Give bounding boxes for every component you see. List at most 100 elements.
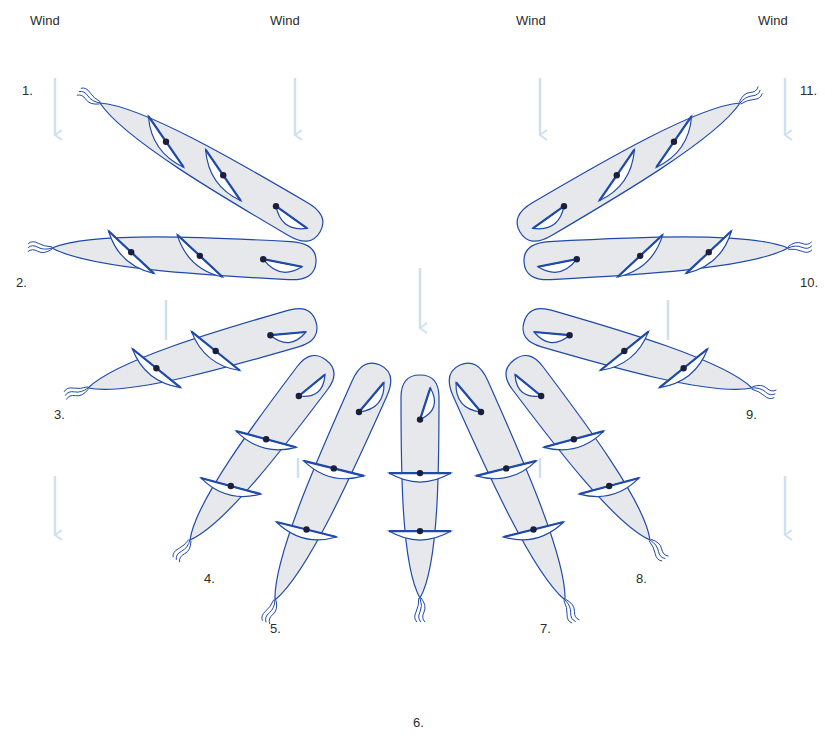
wind-arrow	[539, 78, 542, 135]
mast	[228, 483, 234, 489]
mast	[503, 465, 509, 471]
boats	[28, 87, 812, 625]
wind-arrow	[667, 300, 670, 340]
sail	[359, 383, 384, 413]
sail	[600, 332, 648, 371]
pennant	[649, 539, 669, 561]
boom	[276, 206, 307, 228]
sail	[148, 116, 183, 167]
position-number: 4.	[204, 572, 215, 585]
mast	[153, 365, 159, 371]
sailboat	[517, 87, 762, 242]
sail	[276, 206, 307, 229]
position-number: 11.	[800, 84, 817, 97]
pennant	[173, 539, 191, 562]
mast	[417, 470, 423, 476]
wind-arrow	[784, 476, 787, 535]
mast	[197, 253, 203, 259]
boom	[538, 259, 577, 267]
sail	[270, 332, 306, 343]
wind-arrow	[54, 476, 57, 535]
sail	[201, 478, 261, 497]
wind-arrow	[165, 300, 168, 340]
boom	[263, 259, 302, 267]
wind-arrow	[294, 78, 297, 135]
boom	[270, 332, 305, 335]
sailboat	[77, 88, 323, 241]
position-number: 10.	[800, 276, 818, 289]
sail	[177, 235, 222, 277]
mast	[571, 436, 577, 442]
boom	[533, 206, 564, 228]
boom	[420, 388, 430, 420]
sailboat	[64, 309, 317, 400]
mast	[538, 393, 544, 399]
sailboat	[262, 363, 391, 624]
wind-label: Wind	[516, 14, 546, 27]
sail	[515, 375, 541, 397]
wind-label: Wind	[758, 14, 788, 27]
wind-arrow	[54, 78, 57, 135]
sailboat	[389, 375, 451, 622]
sail	[299, 375, 325, 397]
mast	[561, 203, 567, 209]
boom	[359, 382, 384, 412]
hull	[506, 356, 650, 540]
boom	[476, 461, 536, 476]
sail	[618, 235, 663, 277]
mast	[220, 172, 226, 178]
hull	[275, 363, 391, 600]
sail	[420, 388, 434, 420]
sail	[476, 461, 536, 479]
boom	[192, 332, 240, 371]
boom	[599, 150, 634, 201]
mast	[356, 409, 362, 415]
boom	[276, 522, 336, 537]
sail	[304, 461, 364, 479]
sail	[656, 116, 691, 167]
mast	[128, 249, 134, 255]
sail	[236, 431, 296, 450]
boom	[579, 478, 639, 494]
sail	[686, 231, 731, 273]
sail	[533, 206, 564, 229]
position-number: 5.	[270, 622, 281, 635]
boom	[544, 431, 604, 447]
pennant	[564, 600, 580, 624]
sail	[276, 522, 336, 540]
position-number: 6.	[413, 716, 424, 729]
mast	[296, 393, 302, 399]
pennant	[752, 385, 777, 398]
wind-arrow	[297, 458, 300, 478]
boom	[236, 431, 296, 447]
sail	[660, 349, 708, 388]
boom	[148, 116, 183, 167]
mast	[163, 139, 169, 145]
boom	[600, 332, 648, 371]
wind-label: Wind	[30, 14, 60, 27]
pennant	[28, 242, 52, 253]
mast	[273, 203, 279, 209]
mast	[263, 436, 269, 442]
wind-arrow	[784, 78, 787, 135]
pennant	[77, 88, 101, 104]
sail	[109, 231, 154, 273]
position-number: 1.	[22, 84, 33, 97]
mast	[267, 332, 273, 338]
sail	[538, 259, 577, 272]
mast	[260, 256, 266, 262]
mast	[303, 526, 309, 532]
boom	[515, 375, 541, 396]
mast	[614, 172, 620, 178]
pennant	[64, 387, 88, 400]
hull	[517, 103, 740, 241]
mast	[671, 139, 677, 145]
hull	[88, 309, 317, 390]
hull	[401, 375, 439, 598]
pennant	[415, 598, 425, 622]
sail	[132, 349, 180, 388]
sailboat	[524, 231, 812, 280]
sailboat	[523, 309, 776, 399]
